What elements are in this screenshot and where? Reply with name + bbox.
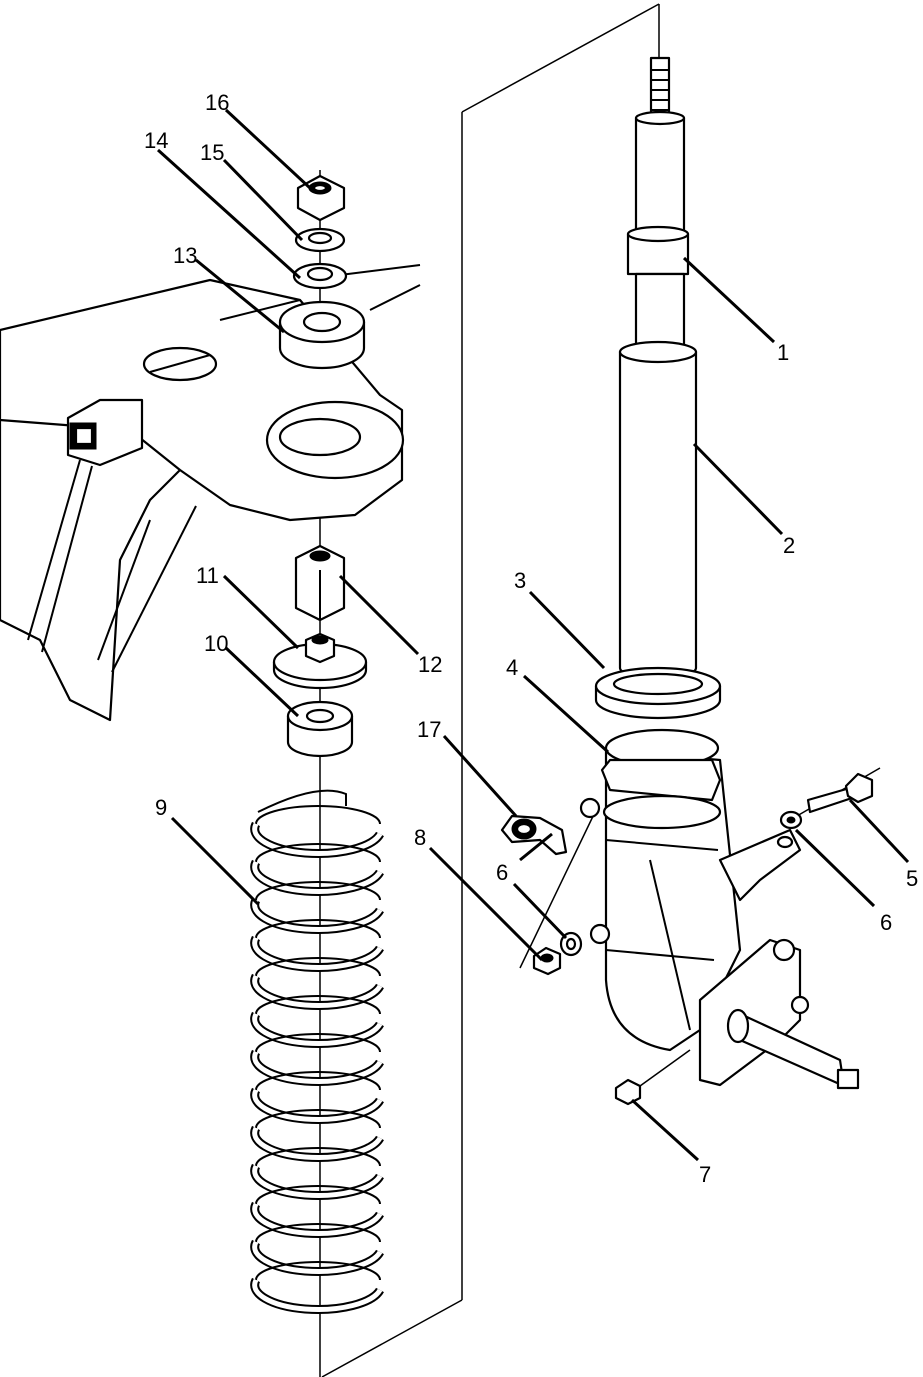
leader-lines — [156, 108, 910, 1162]
spring-coil-front — [252, 1050, 383, 1084]
assembly-axis-lines — [319, 170, 881, 1377]
part-11-spring-cup — [272, 632, 368, 690]
spring-coil-back — [255, 805, 381, 825]
leader-6-left — [512, 882, 568, 940]
part-3-seat-ring — [594, 666, 722, 720]
callout-9: 9 — [155, 795, 167, 820]
spring-coil-front — [252, 1088, 383, 1122]
spring-coil-back — [255, 1147, 381, 1167]
leader-5 — [848, 798, 910, 864]
leader-13 — [195, 258, 285, 334]
spring-coil-front — [252, 1240, 383, 1274]
callout-7: 7 — [699, 1162, 711, 1187]
callout-labels: 1 2 3 4 5 6 6 7 8 9 10 11 12 13 14 15 16… — [144, 90, 918, 1187]
leader-10 — [224, 646, 300, 718]
spring-coil-front — [252, 1164, 383, 1198]
part-17-clamp — [500, 814, 568, 856]
leader-8 — [428, 846, 544, 962]
leader-17 — [442, 734, 518, 818]
callout-14: 14 — [144, 128, 168, 153]
leader-4 — [522, 674, 610, 754]
callout-1: 1 — [777, 340, 789, 365]
leader-16 — [224, 108, 312, 190]
leader-3 — [528, 590, 606, 670]
part-15-washer — [294, 227, 346, 253]
spring-coil-back — [255, 1223, 381, 1243]
spring-coil-front — [252, 860, 383, 894]
leader-2 — [692, 442, 784, 536]
part-9-coil-spring — [250, 789, 384, 1314]
part-5-bolt — [806, 772, 874, 814]
leader-15 — [222, 158, 304, 242]
callout-6-right: 6 — [880, 910, 892, 935]
spring-end-top — [257, 789, 347, 813]
spring-coil-back — [255, 1109, 381, 1129]
spring-coil-front — [252, 898, 383, 932]
callout-15: 15 — [200, 140, 224, 165]
spring-coil-back — [255, 881, 381, 901]
spring-coil-back — [255, 1261, 381, 1281]
part-4-strut-housing-spindle — [579, 728, 860, 1090]
spring-coil-front — [252, 822, 383, 856]
leader-6-right — [794, 828, 876, 908]
leader-1 — [682, 256, 776, 344]
leader-14 — [156, 148, 302, 280]
spring-coil-front — [252, 1278, 383, 1312]
spring-coil-back — [255, 995, 381, 1015]
callout-11: 11 — [196, 563, 219, 588]
callout-6-left: 6 — [496, 860, 508, 885]
spring-coil-front — [252, 936, 383, 970]
spring-coil-back — [255, 919, 381, 939]
callout-16: 16 — [205, 90, 229, 115]
callout-8: 8 — [414, 825, 426, 850]
leader-11 — [222, 574, 300, 650]
part-13-bushing — [278, 300, 366, 370]
spring-coil-front — [252, 1126, 383, 1160]
spring-coil-back — [255, 843, 381, 863]
leader-12 — [338, 574, 420, 656]
spring-coil-front — [252, 974, 383, 1008]
part-12-spacer — [294, 544, 346, 622]
callout-13: 13 — [173, 243, 197, 268]
spring-coil-front — [252, 1012, 383, 1046]
part-14-washer — [292, 262, 348, 290]
part-8-nut — [532, 946, 562, 976]
leader-9 — [170, 816, 260, 906]
background-plane — [321, 3, 660, 1377]
callout-2: 2 — [783, 533, 795, 558]
spring-coil-back — [255, 1071, 381, 1091]
callout-12: 12 — [418, 652, 442, 677]
part-6-washer-left — [559, 931, 583, 957]
callout-3: 3 — [514, 568, 526, 593]
callout-17: 17 — [417, 717, 441, 742]
spring-coil-back — [255, 1033, 381, 1053]
spring-coil-back — [255, 1185, 381, 1205]
part-2-strut-body — [618, 340, 698, 680]
callout-4: 4 — [506, 655, 518, 680]
part-1-strut-rod — [626, 56, 690, 350]
part-7-bolt — [614, 1049, 691, 1106]
part-6-washer-right — [779, 810, 803, 830]
spring-coil-front — [252, 1202, 383, 1236]
leader-6-clamp — [519, 832, 553, 862]
part-10-bushing — [286, 700, 354, 758]
leader-7 — [630, 1098, 700, 1162]
callout-5: 5 — [906, 866, 918, 891]
spring-coil-back — [255, 957, 381, 977]
callout-10: 10 — [204, 631, 228, 656]
